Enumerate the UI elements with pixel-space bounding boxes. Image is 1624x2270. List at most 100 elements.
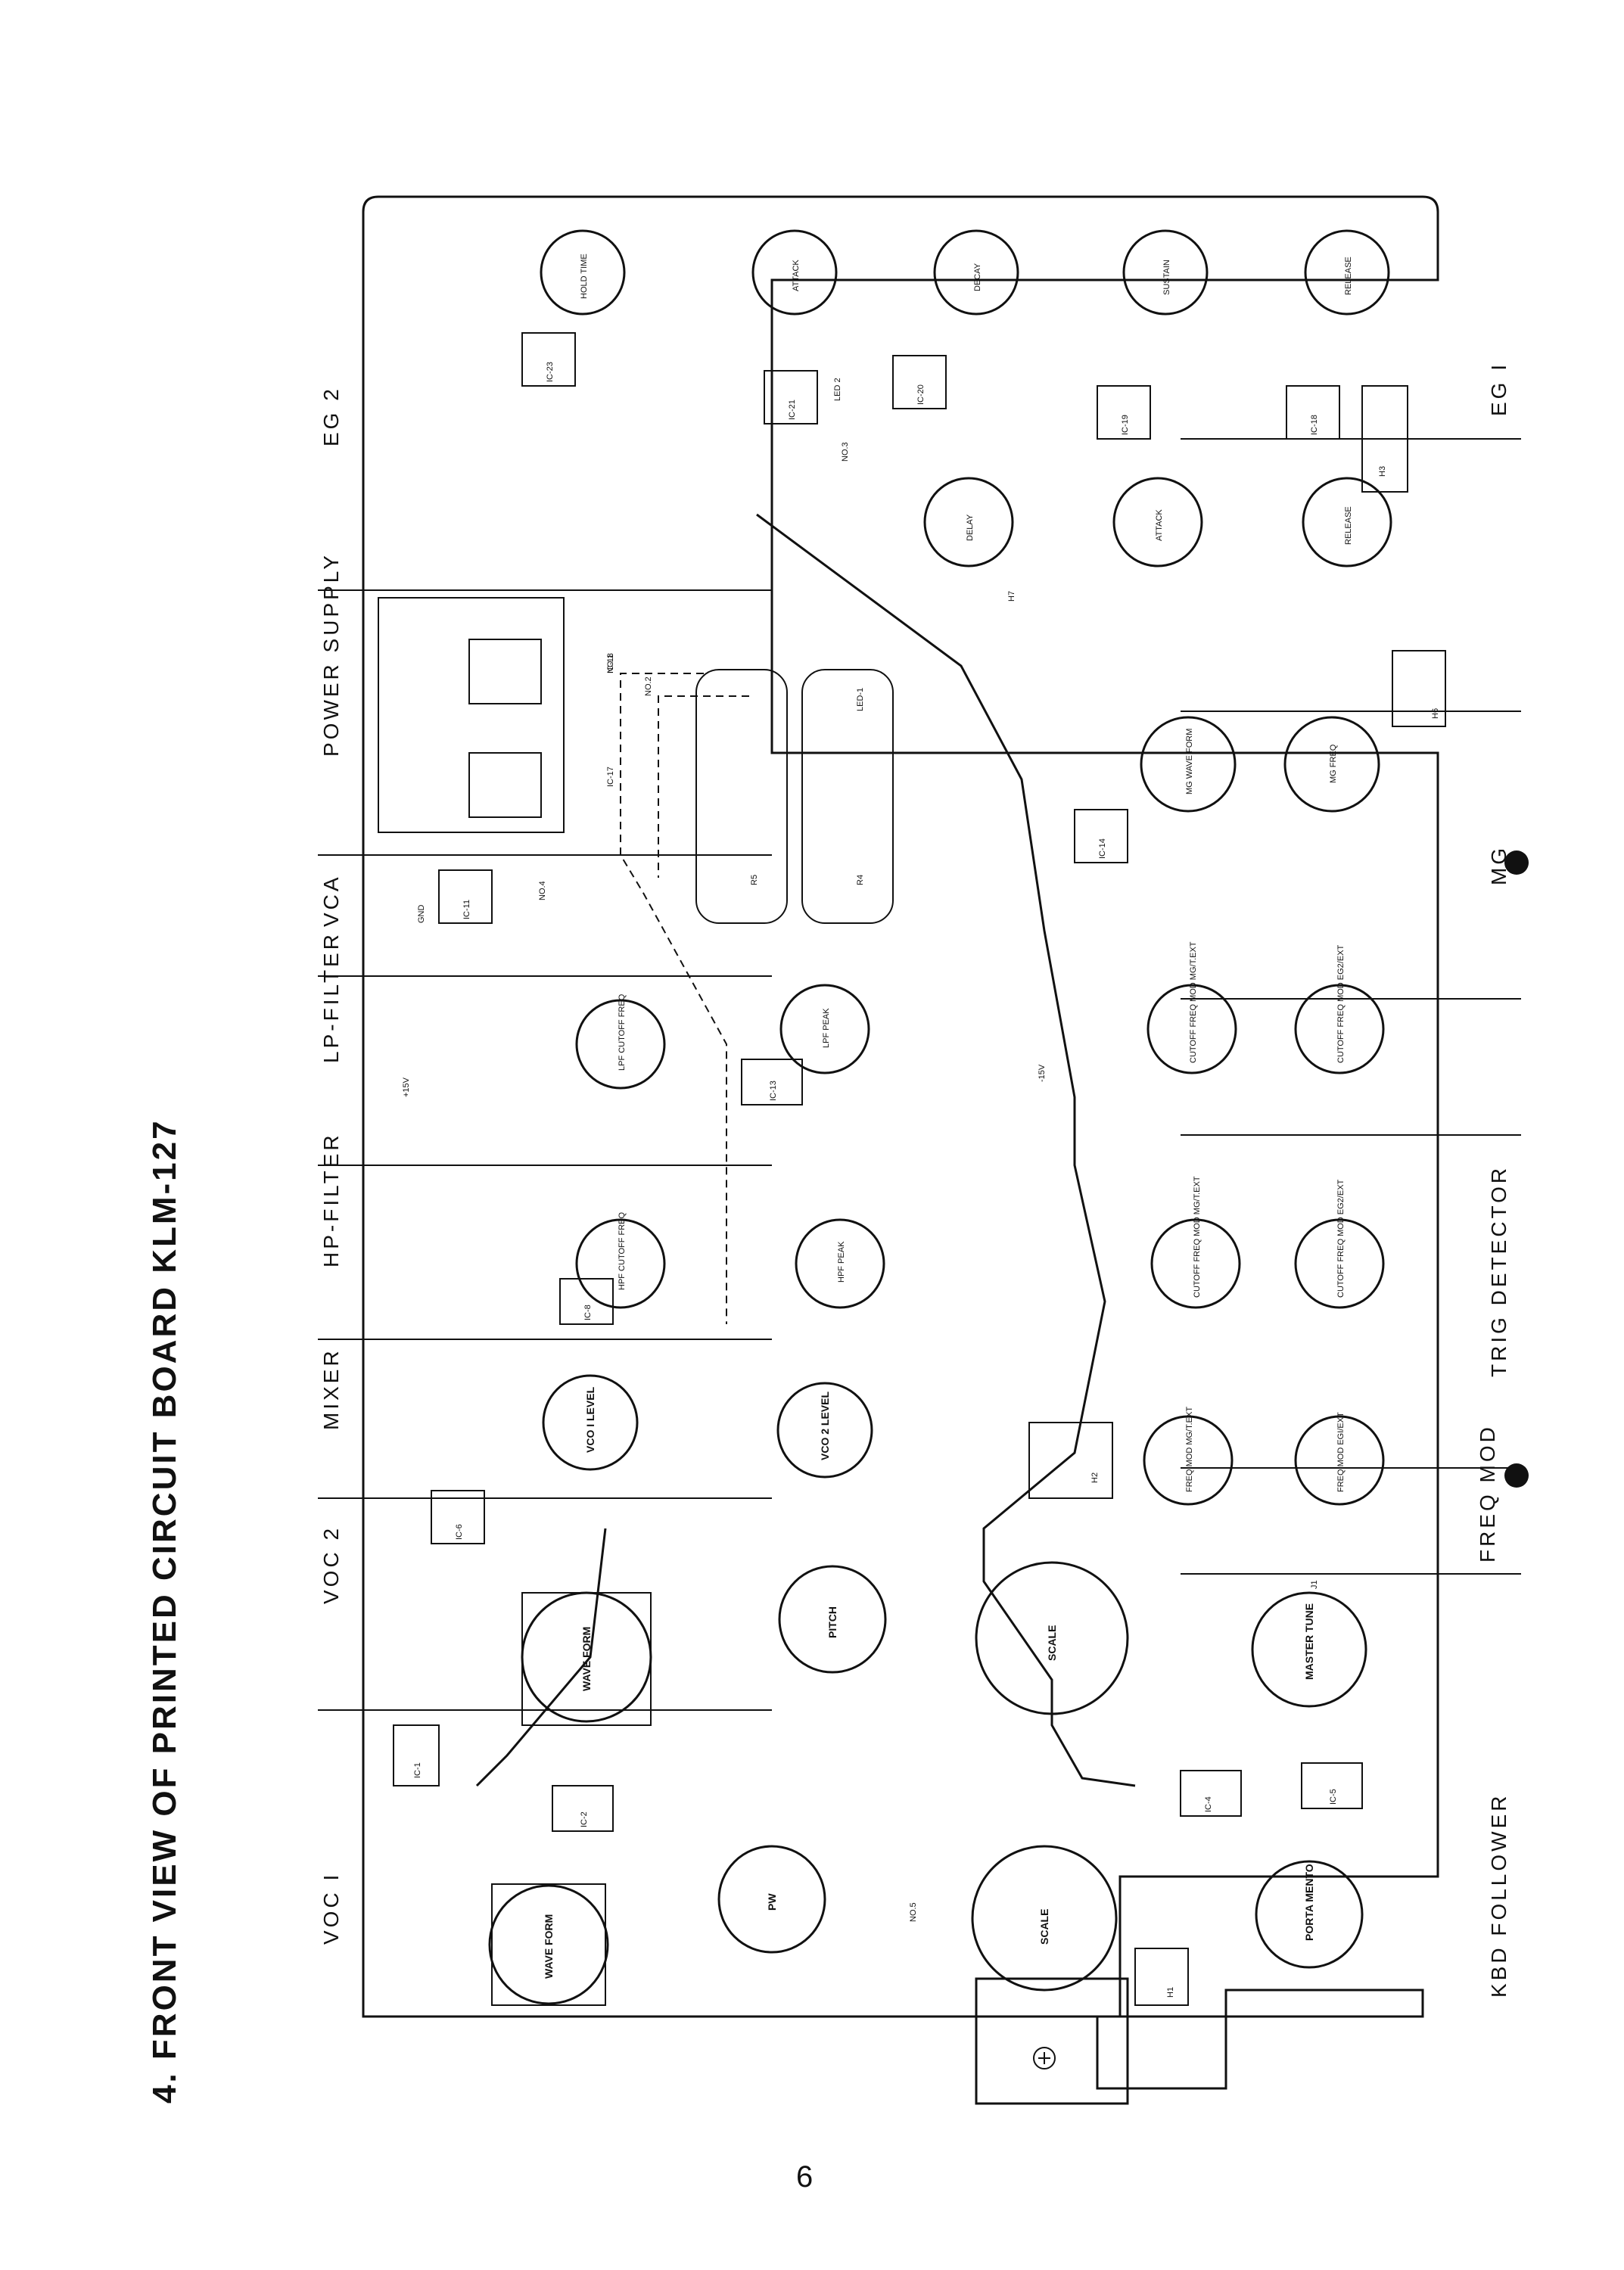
svg-text:RELEASE: RELEASE [1344,257,1353,295]
gnd-label: GND [417,905,426,924]
svg-text:HPF PEAK: HPF PEAK [837,1241,846,1283]
connector-h3 [1361,385,1408,493]
svg-text:VCO 2 LEVEL: VCO 2 LEVEL [819,1392,831,1460]
section-eg1: EG I [1487,362,1510,416]
svg-text:WAVE FORM: WAVE FORM [543,1914,555,1979]
jumper-no2 [658,695,749,878]
section-trig-detector: TRIG DETECTOR [1487,1165,1510,1377]
svg-text:SCALE: SCALE [1038,1909,1050,1945]
pot-mixer-vco1-level: VCO I LEVEL [542,1374,639,1471]
regulator-ic17 [468,639,542,704]
svg-text:VCO I LEVEL: VCO I LEVEL [584,1386,596,1453]
ic-blocks [393,332,1363,1832]
svg-text:DELAY: DELAY [966,514,975,541]
ic6-label: IC-6 [455,1524,464,1540]
jumper-no1 [620,673,727,1324]
ic14-label: IC-14 [1098,838,1107,859]
section-freq-mod: FREQ MOD [1476,1424,1499,1563]
pot-lpf-mod-eg2: CUTOFF FREQ MOD EG2/EXT [1294,944,1385,1074]
section-hp-filter: HP-FILTER [319,1132,343,1267]
ic13-label: IC-13 [769,1081,778,1101]
svg-text:FREQ MOD MG/T.EXT: FREQ MOD MG/T.EXT [1185,1407,1194,1492]
ic5-label: IC-5 [1329,1789,1338,1805]
page-number: 6 [796,2160,814,2194]
led1-label: LED-1 [856,688,865,711]
pot-eg2-release: RELEASE [1304,229,1390,316]
h3-label: H3 [1378,466,1387,477]
pot-kbd-portamento: PORTA MENTO [1255,1860,1364,1969]
ic23-label: IC-23 [546,362,555,382]
section-dividers [318,438,1521,1711]
svg-text:CUTOFF FREQ MOD EG2/EXT: CUTOFF FREQ MOD EG2/EXT [1336,944,1346,1063]
ic11-label: IC-11 [462,900,471,919]
no3-label: NO.3 [841,442,850,462]
svg-text:PW: PW [766,1893,778,1911]
section-eg2: EG 2 [319,386,343,446]
svg-text:HOLD TIME: HOLD TIME [580,253,589,299]
pot-eg2-attack: ATTACK [751,229,838,316]
pot-voc1-wave-form: WAVE FORM [488,1883,609,2006]
svg-text:LPF PEAK: LPF PEAK [822,1008,831,1048]
no4-label: NO.4 [538,881,547,900]
svg-text:PITCH: PITCH [826,1606,838,1638]
pot-hpf-mod-mg: CUTOFF FREQ MOD MG/T.EXT [1150,1176,1241,1309]
pot-hpf-mod-eg2: CUTOFF FREQ MOD EG2/EXT [1294,1179,1385,1309]
connector-h1 [1134,1948,1189,2006]
section-lp-filter: LP-FILTER [319,931,343,1063]
ic20-label: IC-20 [916,384,926,405]
capacitor-c23 [801,669,894,924]
minus15v-label: -15V [1038,1064,1047,1082]
c24-label: R5 [750,875,759,885]
h7-label: J1 [1310,1580,1319,1589]
page-title: 4. FRONT VIEW OF PRINTED CIRCUIT BOARD K… [146,1118,183,2104]
plus15v-label: +15V [402,1077,411,1097]
main-trace [756,513,1136,1787]
capacitor-c24 [695,669,788,924]
pot-lpf-cutoff: LPF CUTOFF FREQ [575,994,666,1090]
section-voc2: VOC 2 [319,1525,343,1604]
svg-text:LPF CUTOFF FREQ: LPF CUTOFF FREQ [618,994,627,1071]
svg-text:FREQ MOD EGI/EXT: FREQ MOD EGI/EXT [1336,1412,1346,1492]
pot-voc2-wave-form: WAVE FORM [521,1591,652,1726]
ic18-label: IC-18 [1310,415,1319,435]
svg-text:HPF CUTOFF FREQ: HPF CUTOFF FREQ [618,1211,627,1290]
pot-hpf-peak: HPF PEAK [795,1218,885,1309]
pot-hpf-cutoff: HPF CUTOFF FREQ [575,1211,666,1309]
pot-voc1-pw: PW [717,1845,826,1954]
svg-text:CUTOFF FREQ MOD MG/T.EXT: CUTOFF FREQ MOD MG/T.EXT [1193,1176,1202,1298]
c23-label: R4 [856,875,865,885]
pot-eg1-release: RELEASE [1302,477,1392,568]
section-kbd-follower: KBD FOLLOWER [1487,1793,1510,1998]
pot-eg1-attack: ATTACK [1112,477,1203,568]
pot-eg1-delay: DELAY [923,477,1014,568]
registration-mark-bottom [1504,1463,1529,1488]
h5-label: H6 [1431,708,1440,719]
pot-lpf-peak: LPF PEAK [779,984,870,1074]
led2-label: LED 2 [833,378,842,401]
no2-label: NO.2 [644,676,653,696]
section-power-supply: POWER SUPPLY [319,552,343,757]
pot-mg-wave-form: MG WAVE FORM [1140,716,1237,813]
h1-label: H1 [1166,1987,1175,1998]
pot-kbd-master-tune: MASTER TUNE [1251,1591,1367,1708]
corner-block [975,1977,1129,2105]
svg-text:MG WAVE FORM: MG WAVE FORM [1185,729,1194,794]
pot-eg2-hold-time: HOLD TIME [540,229,626,316]
svg-text:RELEASE: RELEASE [1344,506,1353,545]
h2-label: H2 [1090,1472,1100,1483]
section-voc1: VOC I [319,1872,343,1945]
h6-label: H7 [1007,591,1016,602]
mounting-hole [1033,2047,1056,2069]
ic19-label: IC-19 [1121,415,1130,435]
ic16-label: IC-17 [606,767,615,787]
ic2-label: IC-2 [580,1811,589,1827]
pot-mg-freq: MG FREQ [1283,716,1380,813]
pot-voc1-scale: SCALE [971,1845,1118,1992]
pot-freq-mod-mg: FREQ MOD MG/T.EXT [1143,1407,1234,1506]
svg-text:CUTOFF FREQ MOD EG2/EXT: CUTOFF FREQ MOD EG2/EXT [1336,1179,1346,1298]
svg-text:ATTACK: ATTACK [1155,509,1164,541]
regulator-ic16 [468,752,542,818]
svg-text:ATTACK: ATTACK [792,260,801,291]
power-supply-heatsink [378,597,565,833]
